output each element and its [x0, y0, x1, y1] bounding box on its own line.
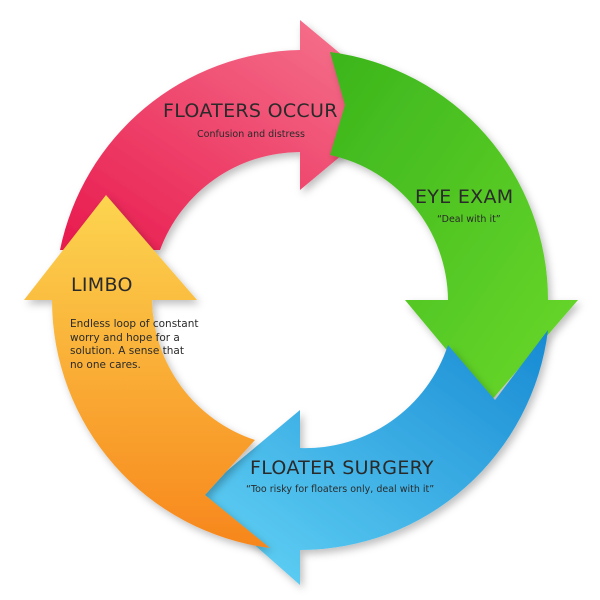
step-subtitle-floaters-occur: Confusion and distress — [197, 129, 305, 140]
step-title-floater-surgery: FLOATER SURGERY — [250, 457, 434, 479]
step-title-eye-exam: EYE EXAM — [415, 186, 514, 208]
step-subtitle-floater-surgery: “Too risky for floaters only, deal with … — [246, 484, 435, 495]
arrow-limbo — [24, 195, 270, 548]
step-title-limbo: LIMBO — [71, 274, 133, 296]
step-description-limbo: Endless loop of constant worry and hope … — [70, 318, 199, 371]
arrow-floaters-occur — [60, 20, 402, 250]
arrow-floater-surgery — [198, 330, 548, 585]
arrow-eye-exam — [330, 52, 578, 402]
step-title-floaters-occur: FLOATERS OCCUR — [163, 100, 338, 122]
step-subtitle-eye-exam: “Deal with it” — [437, 214, 501, 225]
